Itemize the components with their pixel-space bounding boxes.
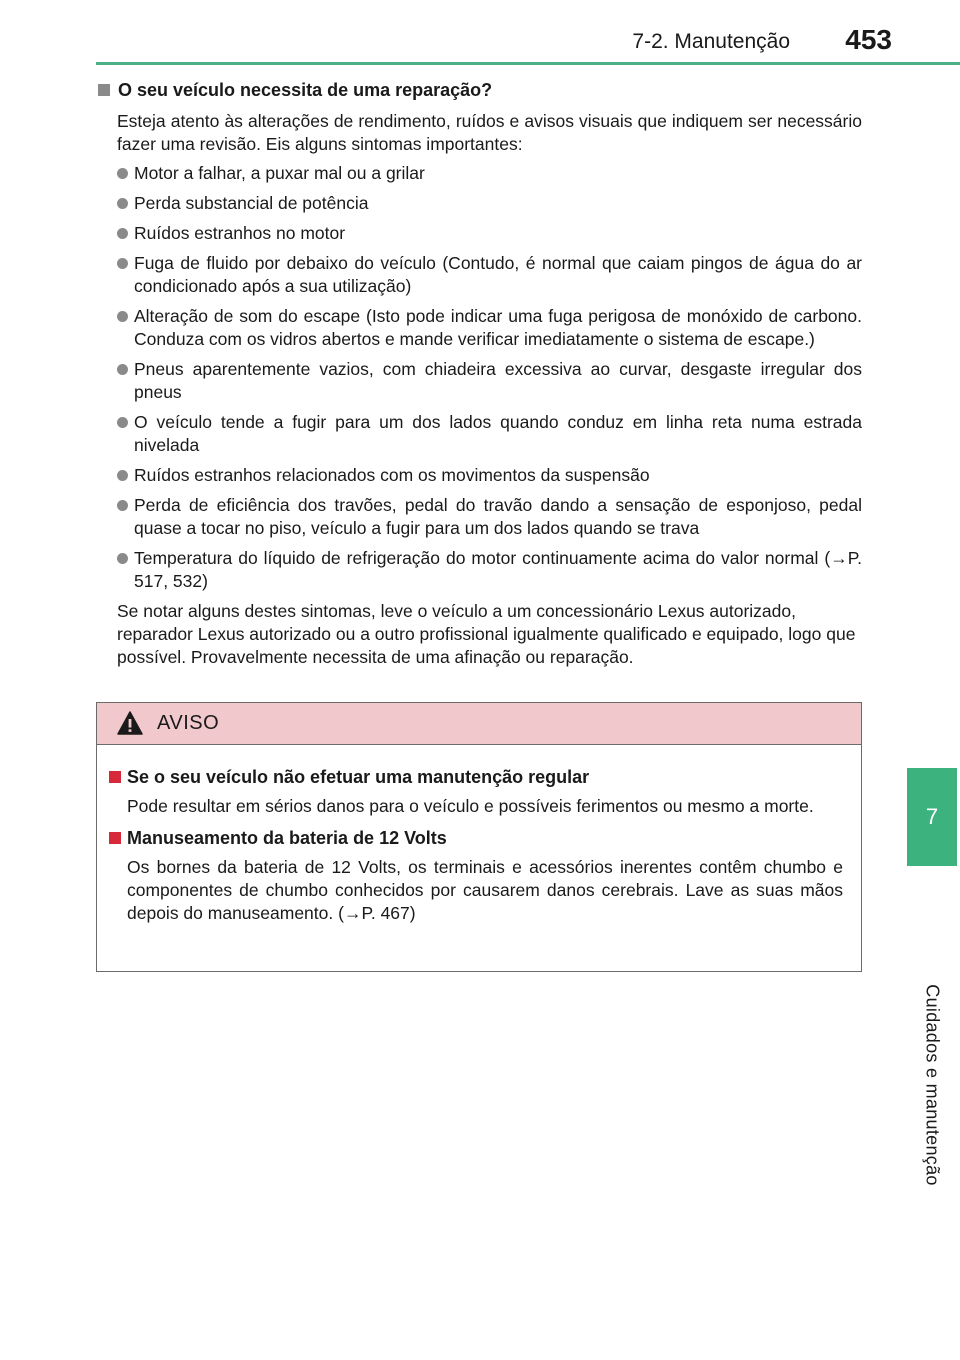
- red-square-icon: [109, 832, 121, 844]
- list-item-text: Temperatura do líquido de refrigeração d…: [134, 548, 862, 591]
- warning-header: AVISO: [97, 703, 861, 745]
- list-item: Pneus aparentemente vazios, com chiadeir…: [117, 358, 862, 404]
- list-item-text: Perda substancial de potência: [134, 193, 369, 213]
- list-item: Alteração de som do escape (Isto pode in…: [117, 305, 862, 351]
- warning-item-heading: Se o seu veículo não efetuar uma manuten…: [107, 765, 843, 789]
- square-bullet-icon: [98, 84, 110, 96]
- warning-body: Se o seu veículo não efetuar uma manuten…: [97, 745, 861, 925]
- bullet-dot-icon: [117, 258, 128, 269]
- header-divider: [96, 62, 960, 65]
- list-item-text: Alteração de som do escape (Isto pode in…: [134, 306, 862, 349]
- section-heading-text: O seu veículo necessita de uma reparação…: [118, 80, 493, 100]
- bullet-dot-icon: [117, 311, 128, 322]
- warning-item-text: Pode resultar em sérios danos para o veí…: [127, 796, 814, 816]
- symptom-list: Motor a falhar, a puxar mal ou a grilar …: [117, 162, 862, 593]
- chapter-label: Cuidados e manutenção: [922, 984, 943, 1186]
- bullet-dot-icon: [117, 198, 128, 209]
- section-heading: O seu veículo necessita de uma reparação…: [96, 78, 862, 102]
- bullet-dot-icon: [117, 364, 128, 375]
- list-item: Fuga de fluido por debaixo do veículo (C…: [117, 252, 862, 298]
- closing-paragraph: Se notar alguns destes sintomas, leve o …: [117, 601, 856, 667]
- list-item-text: Ruídos estranhos relacionados com os mov…: [134, 465, 650, 485]
- warning-item-heading-text: Se o seu veículo não efetuar uma manuten…: [127, 767, 590, 787]
- intro-paragraph: Esteja atento às alterações de rendiment…: [117, 111, 862, 154]
- red-square-icon: [109, 771, 121, 783]
- page-number: 453: [845, 24, 892, 55]
- list-item: Perda de eficiência dos travões, pedal d…: [117, 494, 862, 540]
- bullet-dot-icon: [117, 228, 128, 239]
- bullet-dot-icon: [117, 500, 128, 511]
- list-item: Ruídos estranhos no motor: [117, 222, 862, 245]
- list-item: Perda substancial de potência: [117, 192, 862, 215]
- list-item-text: O veículo tende a fugir para um dos lado…: [134, 412, 862, 455]
- list-item-text: Fuga de fluido por debaixo do veículo (C…: [134, 253, 862, 296]
- list-item: Motor a falhar, a puxar mal ou a grilar: [117, 162, 862, 185]
- warning-item-heading: Manuseamento da bateria de 12 Volts: [107, 826, 843, 850]
- warning-item-heading-text: Manuseamento da bateria de 12 Volts: [127, 828, 447, 848]
- bullet-dot-icon: [117, 470, 128, 481]
- page-header: 7-2. Manutenção 453: [0, 0, 960, 68]
- bullet-dot-icon: [117, 553, 128, 564]
- list-item-text: Motor a falhar, a puxar mal ou a grilar: [134, 163, 425, 183]
- list-item: Ruídos estranhos relacionados com os mov…: [117, 464, 862, 487]
- chapter-tab: 7: [907, 768, 957, 866]
- warning-box: AVISO Se o seu veículo não efetuar uma m…: [96, 702, 862, 972]
- warning-item-text: Os bornes da bateria de 12 Volts, os ter…: [127, 857, 843, 923]
- list-item: O veículo tende a fugir para um dos lado…: [117, 411, 862, 457]
- bullet-dot-icon: [117, 168, 128, 179]
- list-item: Temperatura do líquido de refrigeração d…: [117, 547, 862, 593]
- list-item-text: Pneus aparentemente vazios, com chiadeir…: [134, 359, 862, 402]
- main-content: O seu veículo necessita de uma reparação…: [96, 78, 862, 669]
- bullet-dot-icon: [117, 417, 128, 428]
- warning-triangle-icon: [117, 711, 143, 735]
- warning-title: AVISO: [157, 712, 220, 734]
- list-item-text: Ruídos estranhos no motor: [134, 223, 346, 243]
- section-title: 7-2. Manutenção: [632, 30, 790, 53]
- list-item-text: Perda de eficiência dos travões, pedal d…: [134, 495, 862, 538]
